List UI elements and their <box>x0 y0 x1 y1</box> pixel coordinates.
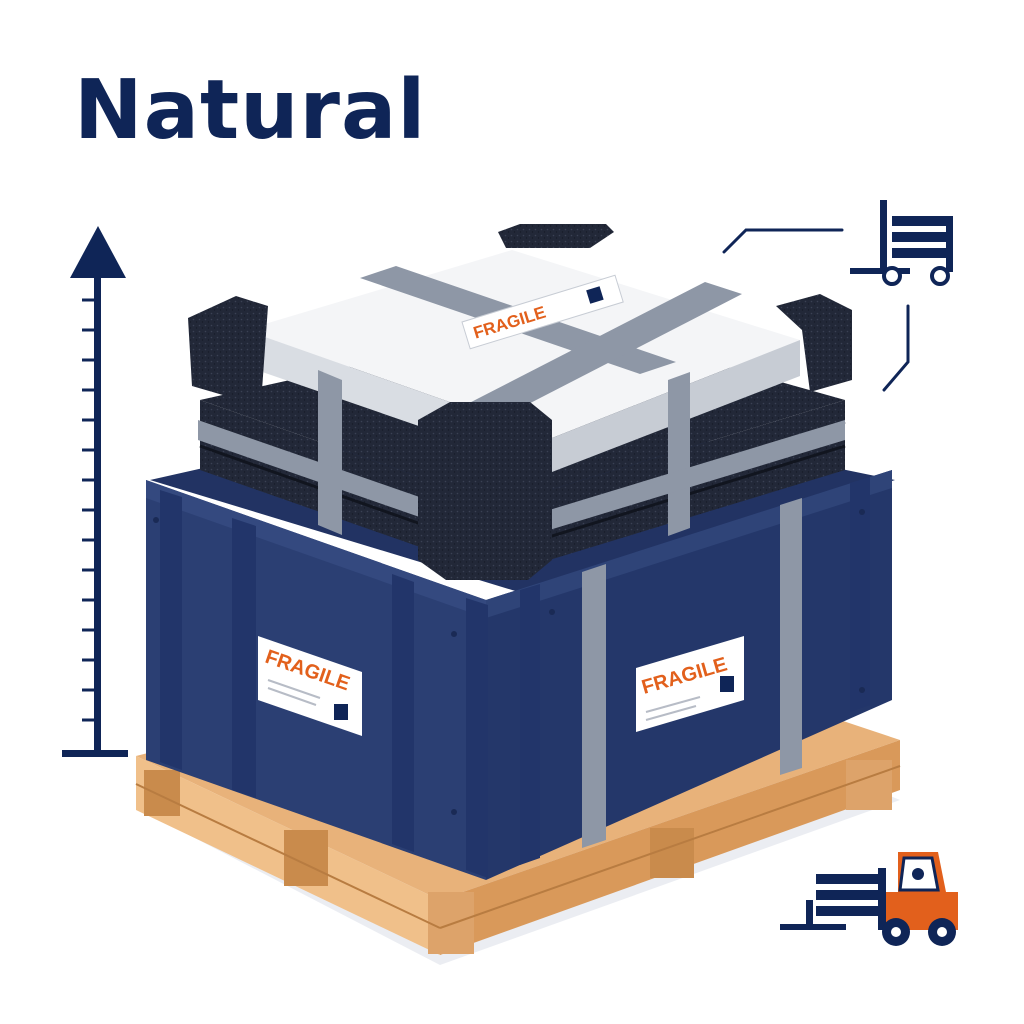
forklift-orange-icon <box>780 852 958 946</box>
page-title: Natural <box>74 63 427 158</box>
forklift-outline-icon <box>850 200 953 286</box>
crate: FRAGILE FRAGILE <box>146 470 892 880</box>
crate-right-fragile-label: FRAGILE <box>636 636 744 732</box>
crate-left-fragile-label: FRAGILE <box>258 636 362 736</box>
foam-corners <box>188 224 852 580</box>
height-arrow-icon <box>62 226 128 757</box>
curved-connector-icon <box>722 228 910 392</box>
